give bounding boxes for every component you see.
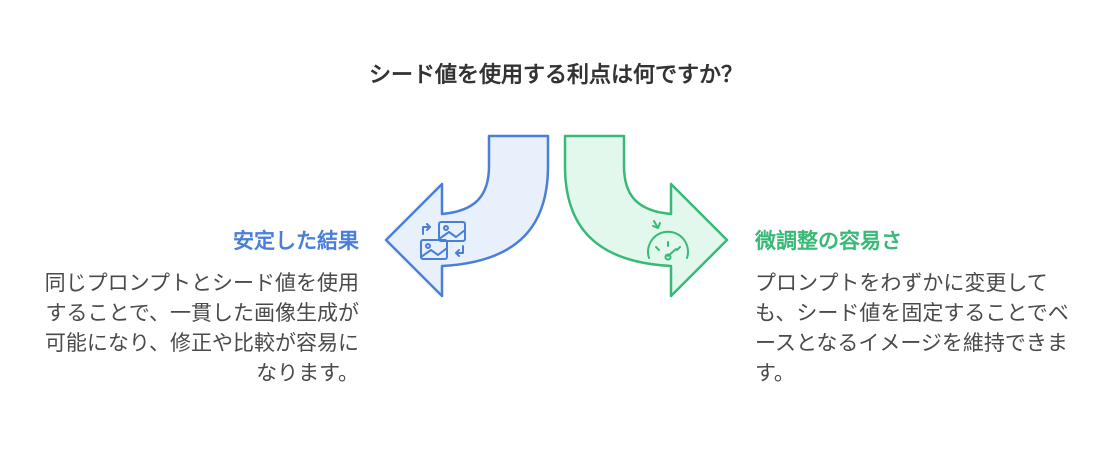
left-description: 同じプロンプトとシード値を使用することで、一貫した画像生成が可能になり、修正や比… (44, 271, 359, 385)
right-description: プロンプトをわずかに変更しても、シード値を固定することでベースとなるイメージを維… (755, 271, 1069, 385)
left-arrow (384, 134, 550, 298)
gauge-icon (647, 220, 689, 261)
right-arrow (563, 134, 729, 298)
right-heading: 微調整の容易さ (755, 229, 902, 253)
left-heading: 安定した結果 (233, 229, 359, 253)
image-refresh-icon (420, 221, 466, 260)
diagram-title: シード値を使用する利点は何ですか？ (368, 63, 743, 88)
